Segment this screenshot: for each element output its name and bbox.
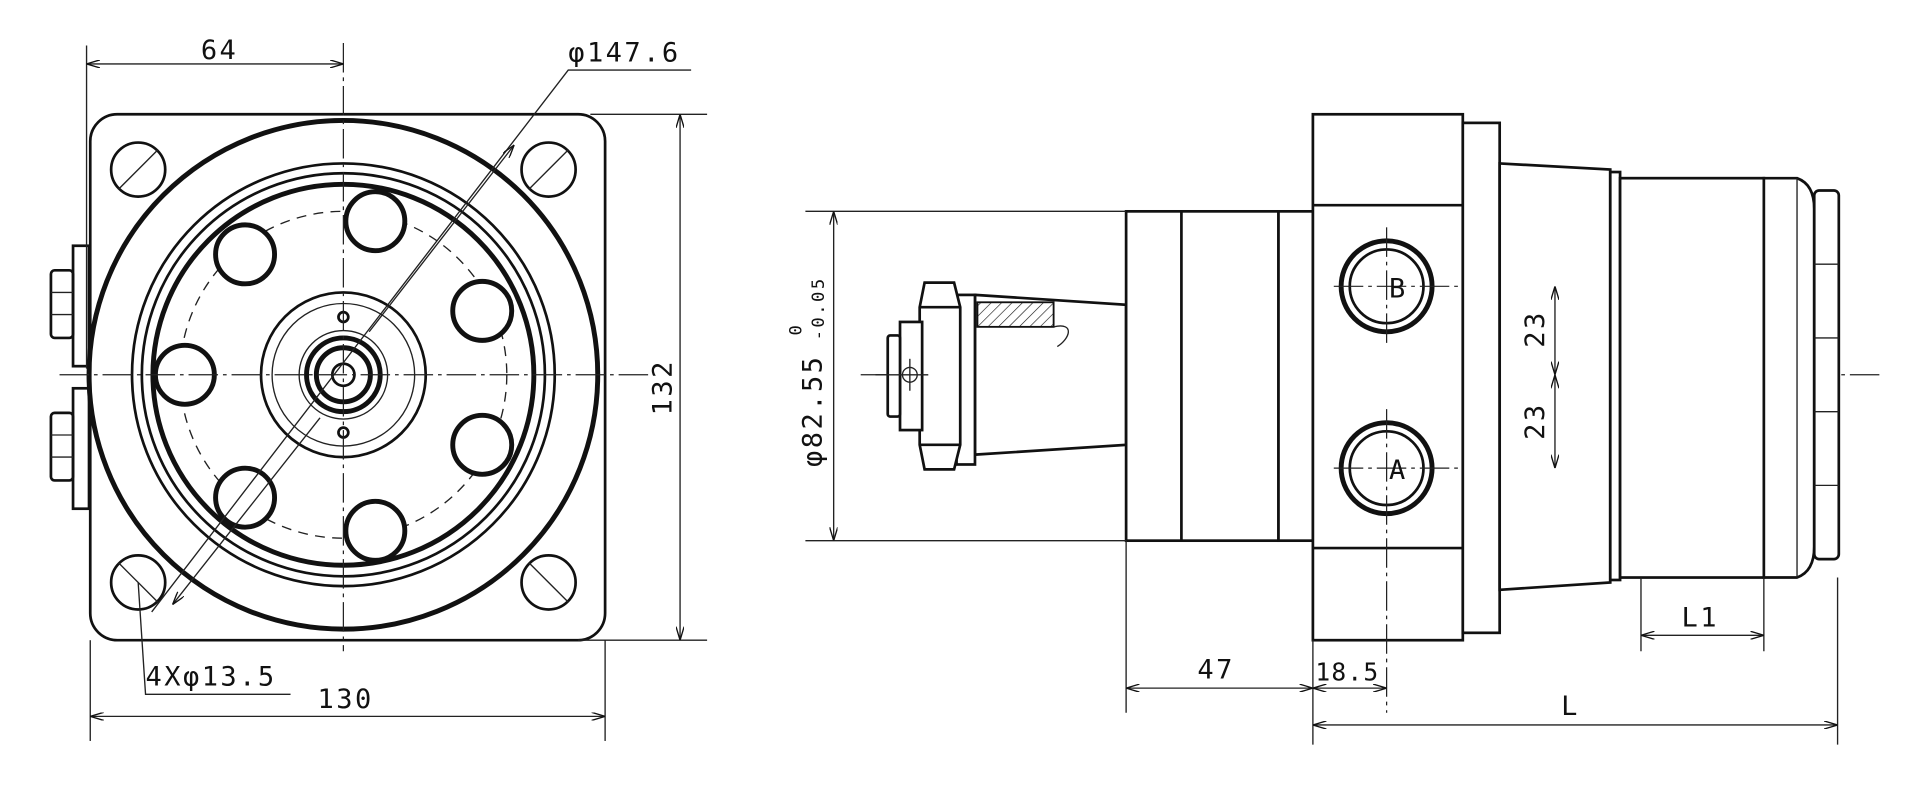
front-view: 64 φ147.6 132 130 4Xφ13.5	[49, 35, 708, 741]
dim-port-b-offset-label: 23	[1520, 310, 1551, 347]
dim-pilot-label: φ82.55	[797, 355, 828, 467]
output-shaft	[875, 281, 1128, 471]
dim-64-label: 64	[201, 35, 238, 66]
dim-pilot-upper-tol: 0	[787, 323, 807, 336]
port-b-label: B	[1389, 273, 1408, 304]
dim-height-label: 132	[647, 359, 678, 415]
dim-18-5-label: 18.5	[1315, 658, 1379, 687]
dim-47-label: 47	[1197, 654, 1234, 685]
dim-L1-label: L1	[1682, 603, 1719, 634]
port-a-label: A	[1389, 455, 1408, 486]
dim-mount-holes-label: 4Xφ13.5	[146, 662, 277, 693]
dim-port-a-offset-label: 23	[1520, 402, 1551, 439]
mounting-holes	[109, 141, 577, 611]
pilot-flange	[1124, 209, 1315, 543]
dim-flange-circle-label: φ147.6	[568, 37, 680, 68]
dim-width-label: 130	[318, 684, 374, 715]
dim-L-label: L	[1561, 691, 1580, 722]
motor-housing	[1461, 121, 1841, 635]
side-view: B A φ82.55 0 -0.05 23 23	[787, 112, 1881, 745]
side-port-fittings	[49, 244, 91, 511]
bolt-holes	[152, 189, 515, 563]
dim-pilot-lower-tol: -0.05	[809, 276, 829, 340]
valve-body: B A	[1311, 112, 1574, 713]
